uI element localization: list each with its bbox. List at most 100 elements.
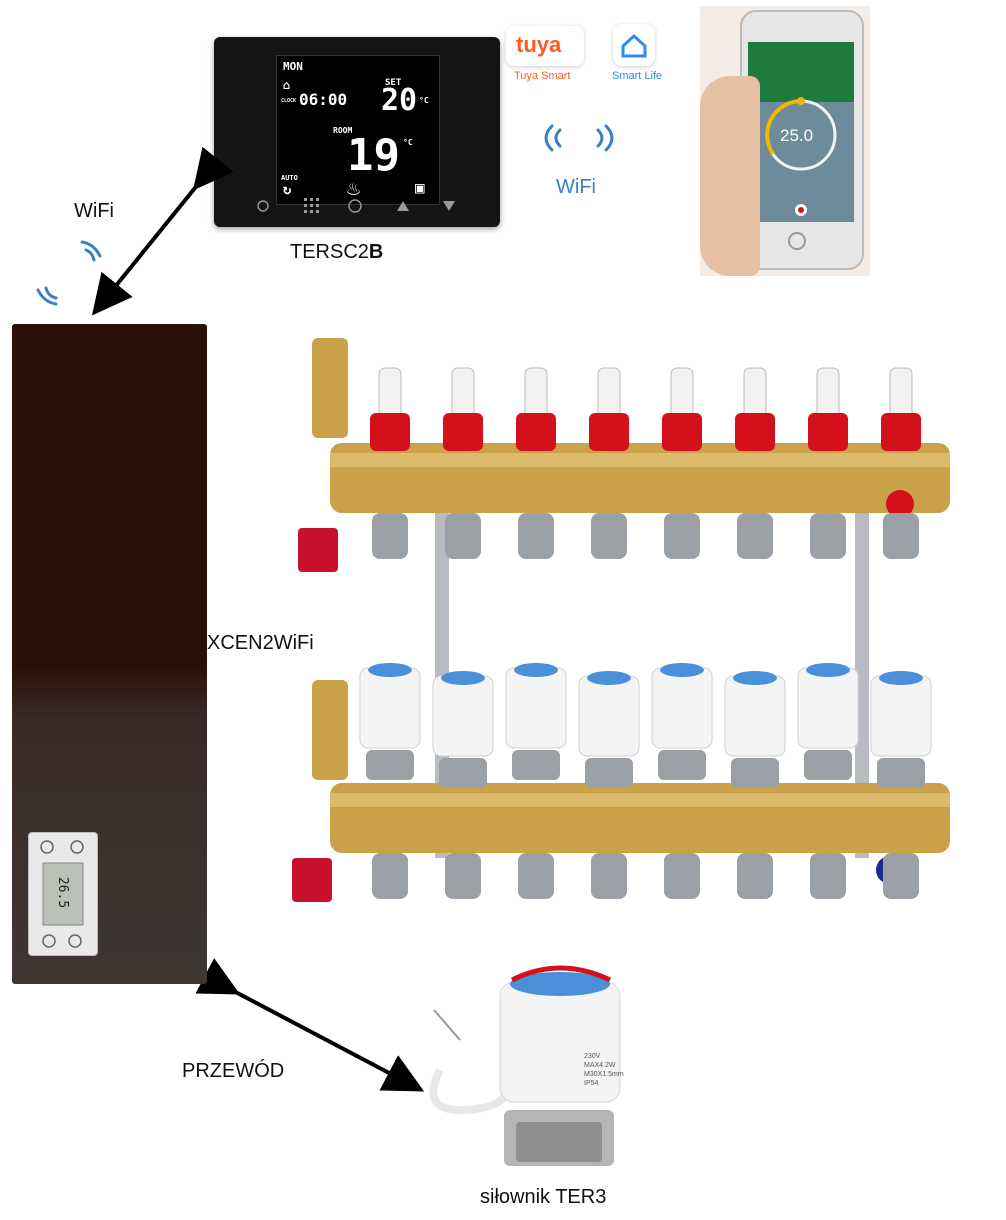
clock-button-icon (257, 200, 269, 212)
right-arrow-icon (70, 840, 84, 854)
tuya-logo: tuya (506, 26, 584, 66)
bracket-right (855, 498, 869, 858)
flow-meter-cap (516, 413, 556, 451)
thermostat-model-label: TERSC2B (290, 241, 384, 263)
flow-meter-cap (662, 413, 702, 451)
fitting-bottom (883, 853, 919, 899)
actuator-ring (731, 758, 779, 788)
flow-meters (370, 367, 921, 451)
fitting-bottom (810, 853, 846, 899)
flow-meter-cap (589, 413, 629, 451)
hand (700, 76, 760, 276)
smart-life-name: Smart Life (612, 70, 663, 82)
set-label: SET (385, 78, 402, 88)
mode-icon (68, 934, 82, 948)
flow-meter-cap (370, 413, 410, 451)
actuator-body (797, 667, 859, 749)
flow-meter-cap (735, 413, 775, 451)
actuator-ring (658, 750, 706, 780)
flow-meter-cap (443, 413, 483, 451)
lock-icon: ▣ (415, 178, 425, 197)
actuator-top (368, 663, 412, 677)
controller-model-label: XCEN2WiFi (207, 632, 314, 654)
actuator-ring (585, 758, 633, 788)
pipe-fittings (372, 513, 919, 899)
fitting-top (664, 513, 700, 559)
flow-meter-cap (881, 413, 921, 451)
left-arrow-icon (40, 840, 54, 854)
wifi-link-arrow (91, 146, 234, 316)
actuator-ring (366, 750, 414, 780)
room-unit: °C (403, 138, 413, 147)
wifi-thermostat: MON ⌂ CLOCK 06:00 SET 20 °C ROOM 19 °C A… (214, 37, 500, 227)
actuator-top (733, 671, 777, 685)
clock-icon: ⌂ (283, 78, 291, 92)
actuator-ring (439, 758, 487, 788)
auto-mode-icon: ↻ (283, 182, 292, 198)
fitting-bottom (591, 853, 627, 899)
wifi-label-right: WiFi (556, 176, 596, 198)
power-icon (42, 934, 56, 948)
fitting-top (445, 513, 481, 559)
wifi-waves-icon (36, 240, 102, 306)
set-temperature: 20 (381, 83, 418, 118)
actuator-body (578, 675, 640, 757)
cable-link-arrow (195, 958, 425, 1092)
home-icon (621, 33, 647, 58)
actuator-top (587, 671, 631, 685)
flame-icon: ♨ (347, 176, 361, 201)
down-arrow-icon (443, 201, 455, 211)
drain-valve-top (298, 528, 338, 572)
phone-temperature: 25.0 (780, 126, 814, 145)
auto-label: AUTO (281, 174, 298, 182)
fitting-bottom (372, 853, 408, 899)
fitting-top (810, 513, 846, 559)
fitting-bottom (518, 853, 554, 899)
fitting-bottom (664, 853, 700, 899)
power-button-icon (348, 199, 362, 213)
phone-app-dial (765, 97, 837, 216)
actuator-ring (804, 750, 852, 780)
actuator-body (651, 667, 713, 749)
up-arrow-icon (397, 201, 409, 211)
actuator-top (441, 671, 485, 685)
actuator-ring (877, 758, 925, 788)
menu-grid-icon (304, 198, 319, 213)
flow-meter-cap (808, 413, 848, 451)
fitting-top (883, 513, 919, 559)
fitting-bottom (445, 853, 481, 899)
room-temperature: 19 (347, 130, 400, 181)
actuator-body (432, 675, 494, 757)
actuator-top (514, 663, 558, 677)
set-unit: °C (419, 96, 429, 105)
cable-label: PRZEWÓD (182, 1060, 285, 1082)
clock-tag: CLOCK (281, 98, 297, 104)
actuator-top (879, 671, 923, 685)
controller-temperature: 26.5 (55, 876, 71, 909)
actuator-top (660, 663, 704, 677)
air-vent-bottom (312, 680, 348, 780)
fitting-top (591, 513, 627, 559)
supply-cap (886, 490, 914, 518)
smartphone-photo: 25.0 (700, 6, 870, 276)
actuator-body (505, 667, 567, 749)
actuator-ring (512, 750, 560, 780)
home-button-icon (788, 232, 806, 250)
controller-display-panel: 26.5 (28, 832, 98, 956)
fitting-top (737, 513, 773, 559)
fitting-bottom (737, 853, 773, 899)
manifold-illustration (292, 338, 950, 902)
smart-life-logo (613, 24, 655, 66)
drain-valve-bottom (292, 858, 332, 902)
actuator-body (870, 675, 932, 757)
actuator-body (359, 667, 421, 749)
actuators (359, 663, 932, 788)
actuator-label: siłownik TER3 (480, 1186, 607, 1208)
wifi-signal-icon (544, 124, 614, 152)
day-text: MON (283, 60, 303, 73)
fitting-top (518, 513, 554, 559)
thermostat-buttons (257, 198, 455, 213)
